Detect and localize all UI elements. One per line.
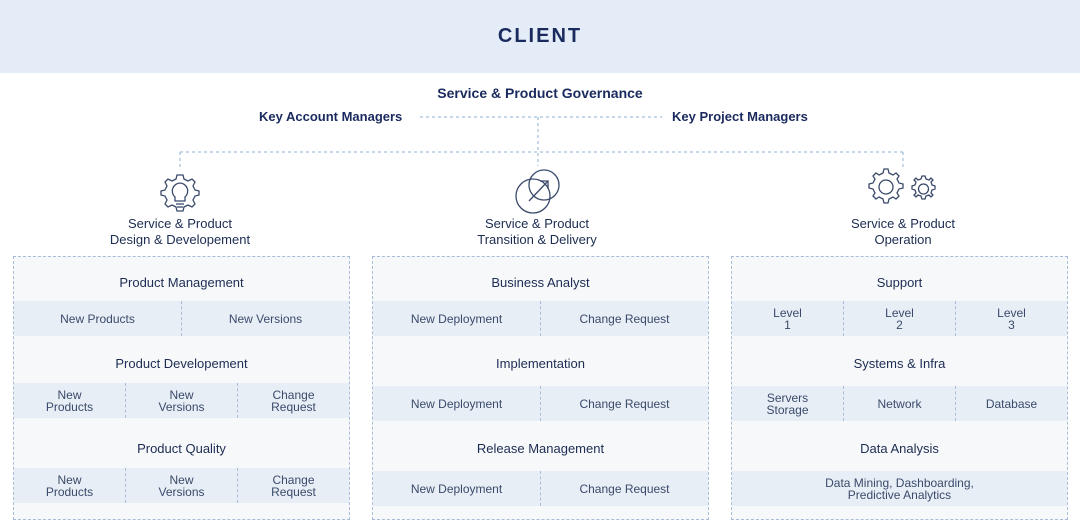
item-label: New Deployment [410,396,503,411]
item-label: Level [997,305,1026,320]
item-label: 2 [896,317,903,332]
key-project-managers-label: Key Project Managers [672,109,808,124]
item-label: New Deployment [410,311,503,326]
panel-design: Product Management New Products New Vers… [13,256,350,520]
column-title-line: Design & Developement [109,232,251,247]
section-title: Product Developement [115,356,248,371]
item-label: Storage [766,402,809,417]
item-label: New [169,472,194,487]
client-banner: CLIENT [0,0,1080,73]
item-cell: Data Mining, Dashboarding,Predictive Ana… [732,471,1067,506]
item-label: New [57,472,82,487]
item-cell: Change Request [540,386,708,421]
section-title: Business Analyst [491,275,590,290]
item-label: Level [773,305,802,320]
transition-arrow-icon [515,169,560,214]
item-cell: Database [955,386,1067,421]
section-items-row: New Deployment Change Request [373,471,708,506]
item-label: Servers [766,390,809,405]
item-label: Products [45,399,94,414]
section-title: Data Analysis [860,441,939,456]
section-title: Implementation [496,356,585,371]
column-title-design: Service & Product Design & Developement [30,216,330,248]
item-label: Change [272,387,315,402]
column-title-transition: Service & Product Transition & Delivery [387,216,687,248]
item-label: Database [985,396,1038,411]
governance-title: Service & Product Governance [437,85,643,101]
item-label: New Products [60,311,135,326]
item-label: New Versions [228,311,303,326]
item-label: Versions [158,484,205,499]
item-cell: New Products [14,301,181,336]
gears-icon [868,168,936,204]
item-label: Predictive Analytics [847,487,952,502]
item-label: Change [272,472,315,487]
item-label: Change Request [579,396,670,411]
item-cell: Network [843,386,955,421]
item-label: Change Request [579,481,670,496]
lightbulb-gear-icon [160,174,200,212]
section-title: Systems & Infra [853,356,946,371]
item-label: New Deployment [410,481,503,496]
column-title-line: Service & Product [850,216,956,231]
section-title: Product Quality [137,441,226,456]
item-cell: New Deployment [373,301,540,336]
section-items-row: Data Mining, Dashboarding,Predictive Ana… [732,471,1067,506]
section-items-row: New Deployment Change Request [373,301,708,336]
item-label: Products [45,484,94,499]
item-label: Change Request [579,311,670,326]
item-label: New [169,387,194,402]
section-items-row: New Products New Versions [14,301,349,336]
item-label: Versions [158,399,205,414]
item-cell: New Versions [181,301,349,336]
column-title-operation: Service & Product Operation [753,216,1053,248]
section-title: Product Management [119,275,244,290]
column-title-line: Transition & Delivery [477,232,597,247]
column-title-line: Service & Product [484,216,590,231]
item-label: Request [271,484,316,499]
item-label: Data Mining, Dashboarding, [825,475,974,490]
item-cell: New Deployment [373,471,540,506]
section-title: Support [876,275,923,290]
item-label: 3 [1008,317,1015,332]
section-title: Release Management [476,441,605,456]
item-label: Request [271,399,316,414]
client-title: CLIENT [497,25,583,47]
key-account-managers-label: Key Account Managers [259,109,403,124]
item-label: 1 [784,317,791,332]
section-items-row: New Deployment Change Request [373,386,708,421]
panel-transition: Business Analyst New Deployment Change R… [372,256,709,520]
column-title-line: Service & Product [127,216,233,231]
item-label: New [57,387,82,402]
item-label: Level [885,305,914,320]
item-cell: Change Request [540,301,708,336]
column-title-line: Operation [874,232,932,247]
item-label: Network [877,396,922,411]
item-cell: New Deployment [373,386,540,421]
item-cell: Change Request [540,471,708,506]
